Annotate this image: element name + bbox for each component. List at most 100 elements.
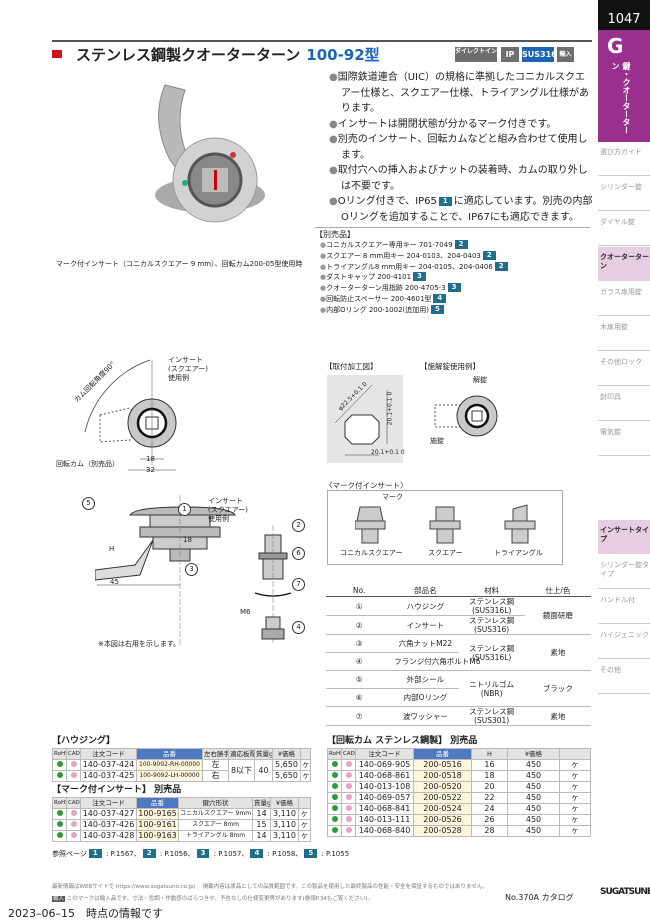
part-number: 200-0524 xyxy=(413,803,472,815)
parts-cell: ステンレス鋼 (SUS316L) xyxy=(458,596,525,616)
feature-item: インサートは開閉状態が分かるマーク付きです。 xyxy=(329,117,593,133)
callout-2: 2 xyxy=(292,519,305,532)
status-cell xyxy=(341,814,356,826)
cad-dot-icon[interactable] xyxy=(345,805,352,811)
order-code: 140-068-840 xyxy=(355,825,414,837)
cad-dot-icon[interactable] xyxy=(345,772,352,778)
rohs-dot-icon xyxy=(56,772,63,778)
table-cell: 28 xyxy=(471,825,508,837)
table-cell: トライアングル 8mm xyxy=(178,830,253,842)
column-header: 材料 xyxy=(458,585,525,597)
cad-dot-icon[interactable] xyxy=(345,761,352,767)
insert-label: インサート (スクエアー) 使用例 xyxy=(168,356,209,382)
sidebar-item[interactable]: ダイヤル錠 xyxy=(598,212,650,246)
cad-dot-icon[interactable] xyxy=(345,827,352,833)
table-cell: ヶ xyxy=(559,825,591,837)
status-cell xyxy=(66,830,81,842)
sidebar-item[interactable]: 封印具 xyxy=(598,387,650,421)
table-cell: 14 xyxy=(252,830,271,842)
sidebar-item[interactable]: インサートタイプ xyxy=(598,520,650,554)
product-photo xyxy=(155,84,265,223)
callout-6: 6 xyxy=(292,547,305,560)
sidebar-item[interactable]: ガラス扉用錠 xyxy=(598,282,650,316)
sidebar-item[interactable]: ハイジェニック xyxy=(598,625,650,659)
parts-cell: ⑤ xyxy=(326,670,393,689)
status-cell xyxy=(341,770,356,782)
header-row: RoHSCAD注文コード品番鍵穴形状質量g¥価格 xyxy=(52,797,311,809)
sidebar-item[interactable]: シリンダー錠 xyxy=(598,177,650,211)
sidebar-item[interactable]: 電気錠 xyxy=(598,422,650,456)
header-rule xyxy=(52,40,592,42)
mount-title: 【取付加工図】 xyxy=(325,362,378,371)
table-cell: ヶ xyxy=(559,759,591,771)
option-text: 内部Oリング 200-1002(追加用) xyxy=(326,305,430,314)
cad-dot-icon[interactable] xyxy=(70,772,77,778)
rohs-dot-icon xyxy=(331,761,338,767)
ref-pages-label: 参照ページ xyxy=(52,850,87,858)
ref-page-link[interactable]: : P.1567、 xyxy=(103,850,141,858)
table-cell: ヶ xyxy=(559,814,591,826)
table-cell: ヶ xyxy=(559,792,591,804)
table-cell: ヶ xyxy=(559,781,591,793)
table-cell: 18 xyxy=(471,770,508,782)
import-badge: 輸入 xyxy=(557,47,574,62)
status-cell xyxy=(327,770,342,782)
insert-label-2: インサート (スクエアー) 使用例 xyxy=(208,497,249,523)
ref-page-link[interactable]: : P.1058、 xyxy=(265,850,303,858)
parts-cell: 波ワッシャー xyxy=(392,706,459,726)
ref-page-link[interactable]: : P.1056、 xyxy=(157,850,195,858)
insert-type-label: トライアングル xyxy=(494,549,543,557)
table-cell: 450 xyxy=(507,803,560,815)
cad-dot-icon[interactable] xyxy=(70,821,77,827)
column-header: 注文コード xyxy=(355,748,414,760)
sidebar-item[interactable]: クオーターターン xyxy=(598,247,650,281)
order-code: 140-069-057 xyxy=(355,792,414,804)
parts-cell: ブラック xyxy=(524,670,591,707)
status-cell xyxy=(341,781,356,793)
m6-label: M6 xyxy=(240,608,251,616)
column-header: 注文コード xyxy=(80,748,137,760)
option-text: トライアングル8 mm用キー 204-0105、204-0406 xyxy=(326,262,493,271)
option-text: クオーターターン用指跡 200-4705-3 xyxy=(326,284,446,293)
rohs-dot-icon xyxy=(331,827,338,833)
order-code: 140-069-905 xyxy=(355,759,414,771)
sidebar-item[interactable]: シリンダー錠タイプ xyxy=(598,555,650,589)
part-number: 200-0528 xyxy=(413,825,472,837)
category-tab[interactable]: G 鍵・クオーターターン xyxy=(598,30,650,142)
sidebar-item[interactable]: その他ロック xyxy=(598,352,650,386)
housing-table: RoHSCAD注文コード品番左右勝手適応板厚質量g¥価格140-037-4241… xyxy=(52,748,311,782)
cad-dot-icon[interactable] xyxy=(70,832,77,838)
cad-dot-icon[interactable] xyxy=(70,761,77,767)
sidebar-item[interactable]: その他 xyxy=(598,660,650,694)
order-code: 140-037-425 xyxy=(80,770,137,782)
ref-page-link[interactable]: : P.1055 xyxy=(319,850,350,858)
parts-cell: ① xyxy=(326,596,393,616)
sidebar-item[interactable]: 木扉用錠 xyxy=(598,317,650,351)
insert-types-drawing xyxy=(355,504,536,544)
sidebar-item[interactable]: 選び方ガイド xyxy=(598,142,650,176)
parts-cell: フランジ付六角ボルトM6 xyxy=(392,652,481,671)
ref-badge: 1 xyxy=(438,197,452,206)
callout-7: 7 xyxy=(292,578,305,591)
sidebar-item[interactable]: ハンドル付 xyxy=(598,590,650,624)
cad-dot-icon[interactable] xyxy=(70,810,77,816)
table-cell: 450 xyxy=(507,759,560,771)
rohs-dot-icon xyxy=(331,772,338,778)
table-cell: 14 xyxy=(252,808,271,820)
cad-dot-icon[interactable] xyxy=(345,783,352,789)
cad-dot-icon[interactable] xyxy=(345,794,352,800)
ref-badge: 2 xyxy=(482,250,496,260)
header-row: RoHSCAD注文コード品番H¥価格 xyxy=(327,748,591,760)
column-header: 質量g xyxy=(254,748,273,760)
rohs-dot-icon xyxy=(331,794,338,800)
cad-dot-icon[interactable] xyxy=(345,816,352,822)
ref-page-link[interactable]: : P.1057、 xyxy=(211,850,249,858)
column-header xyxy=(559,748,591,760)
